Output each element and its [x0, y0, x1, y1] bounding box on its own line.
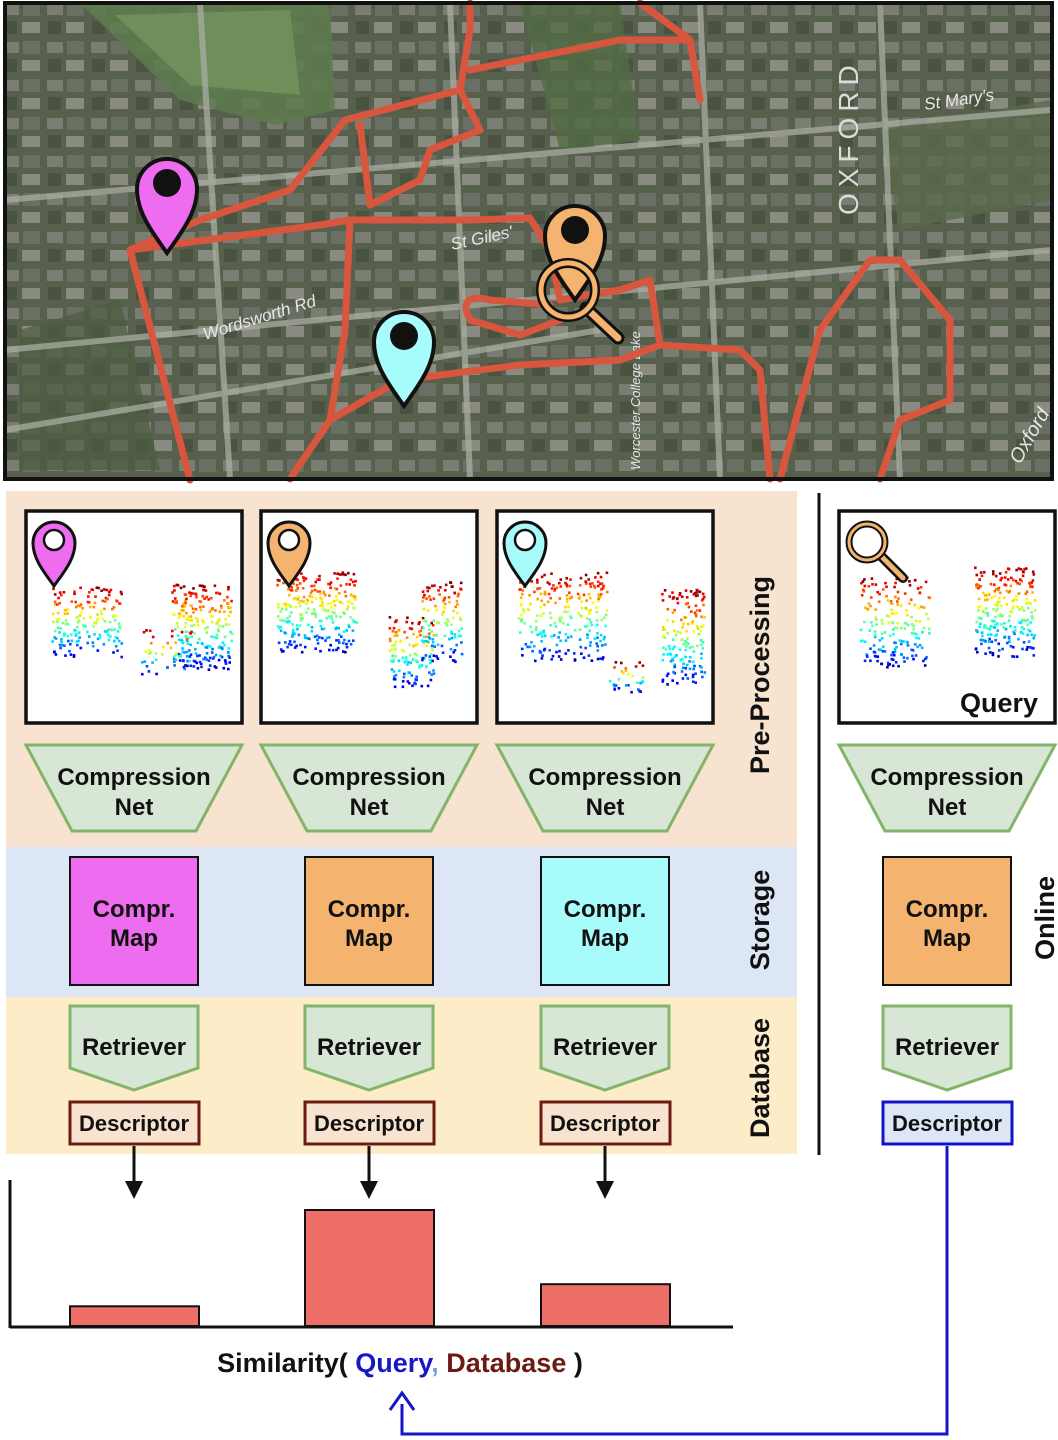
similarity-comma: , — [431, 1348, 439, 1378]
database-column-2-retriever-label: Retriever — [317, 1034, 421, 1061]
stage-label-preprocessing: Pre-Processing — [745, 576, 775, 774]
query-column-retriever-label: Retriever — [895, 1034, 999, 1061]
similarity-bar-3 — [540, 1283, 671, 1327]
query-column-map-label-2: Map — [923, 925, 971, 952]
query-column-descriptor-label: Descriptor — [892, 1111, 1002, 1136]
map-label-lake: Worcester College Lake — [628, 331, 643, 470]
stage-label-online: Online — [1030, 876, 1058, 960]
database-column-1-compressed-map: Compr.Map — [69, 856, 199, 986]
database-column-3-net-label-1: Compression — [528, 764, 681, 791]
database-column-1-map-label-2: Map — [110, 925, 158, 952]
stage-label-database: Database — [745, 1018, 775, 1138]
similarity-prefix: Similarity( — [217, 1348, 355, 1378]
database-column-3-compressed-map: Compr.Map — [540, 856, 670, 986]
database-column-1-pointcloud-tile — [24, 509, 244, 725]
query-descriptor-feedback-arrow — [400, 1146, 949, 1436]
database-column-2-pointcloud-tile — [259, 509, 479, 725]
query-column-magnifier-icon — [845, 520, 908, 583]
query-column-retriever: Retriever — [881, 1004, 1013, 1092]
query-column-net-label-1: Compression — [870, 764, 1023, 791]
database-column-3-pointcloud-tile — [495, 509, 715, 725]
database-column-3-retriever: Retriever — [539, 1004, 671, 1092]
database-column-2-retriever: Retriever — [303, 1004, 435, 1092]
map-label-oxford: OXFORD — [833, 59, 864, 215]
similarity-label: Similarity( Query, Database ) — [217, 1348, 583, 1378]
database-column-2-map-label-2: Map — [345, 925, 393, 952]
database-column-1-descriptor: Descriptor — [68, 1100, 201, 1146]
database-column-2-compressed-map: Compr.Map — [304, 856, 434, 986]
query-column-pointcloud-tile: Query — [837, 509, 1057, 725]
route-trajectory — [126, 0, 954, 484]
database-column-1-pin-icon — [31, 520, 77, 589]
query-column-net-label-2: Net — [928, 794, 967, 821]
database-column-3-map-label-1: Compr. — [564, 896, 647, 923]
stage-label-storage: Storage — [745, 870, 775, 971]
query-arrowhead — [388, 1390, 416, 1411]
query-column-descriptor: Descriptor — [881, 1100, 1014, 1146]
database-column-1-retriever-label: Retriever — [82, 1034, 186, 1061]
database-column-1-net-label-1: Compression — [57, 764, 210, 791]
database-column-3-retriever-label: Retriever — [553, 1034, 657, 1061]
database-column-1-net-label-2: Net — [115, 794, 154, 821]
similarity-bar-1 — [69, 1305, 200, 1328]
database-column-2-descriptor: Descriptor — [303, 1100, 436, 1146]
database-column-3-map-label-2: Map — [581, 925, 629, 952]
database-column-2-net-label-1: Compression — [292, 764, 445, 791]
database-column-2-descriptor-label: Descriptor — [314, 1111, 424, 1136]
query-column-map-label-1: Compr. — [906, 896, 989, 923]
database-column-1-descriptor-label: Descriptor — [79, 1111, 189, 1136]
similarity-bar-2 — [304, 1209, 435, 1327]
similarity-query: Query — [355, 1348, 433, 1378]
database-column-1-map-label-1: Compr. — [93, 896, 176, 923]
database-column-2-map-label-1: Compr. — [328, 896, 411, 923]
database-column-3-pin-icon — [502, 520, 548, 589]
satellite-map: OXFORD Wordsworth Rd St Giles' St Mary's… — [3, 0, 1055, 484]
database-column-2-pin-icon — [266, 520, 312, 589]
similarity-chart — [8, 1180, 733, 1329]
database-column-3-descriptor: Descriptor — [539, 1100, 672, 1146]
similarity-space — [439, 1348, 447, 1378]
query-tile-label: Query — [960, 688, 1038, 718]
query-column-compressed-map: Compr.Map — [882, 856, 1012, 986]
map-pin-cyan — [371, 310, 437, 410]
similarity-database: Database — [446, 1348, 566, 1378]
database-column-1-retriever: Retriever — [68, 1004, 200, 1092]
map-pin-magenta — [134, 157, 200, 257]
similarity-suffix: ) — [566, 1348, 583, 1378]
map-magnifier-icon — [536, 258, 625, 345]
database-column-2-net-label-2: Net — [350, 794, 389, 821]
database-column-3-net-label-2: Net — [586, 794, 625, 821]
database-column-3-descriptor-label: Descriptor — [550, 1111, 660, 1136]
